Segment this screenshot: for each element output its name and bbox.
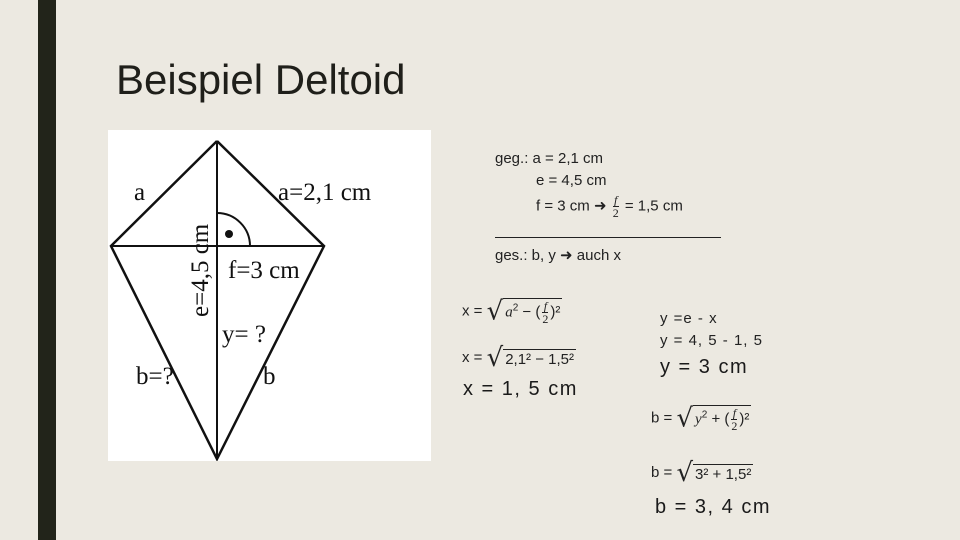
given-f-fraction: f 2 bbox=[612, 193, 619, 220]
x-numeric-sqrt: √2,1² − 1,5² bbox=[486, 343, 576, 373]
y-result: y = 3 cm bbox=[660, 356, 749, 378]
given-divider bbox=[495, 237, 721, 238]
b-numeric-prefix: b = bbox=[651, 463, 673, 481]
slide-title: Beispiel Deltoid bbox=[116, 56, 406, 103]
kite-figure: a a=2,1 cm e=4,5 cm f=3 cm y= ? b=? b bbox=[108, 130, 431, 461]
y-step-1: y =e - x bbox=[660, 310, 718, 327]
right-angle-dot bbox=[225, 230, 233, 238]
label-a-left: a bbox=[134, 179, 145, 206]
x-result: x = 1, 5 cm bbox=[463, 378, 578, 400]
sidebar-accent-bar bbox=[38, 0, 56, 540]
y-step-2: y = 4, 5 - 1, 5 bbox=[660, 332, 763, 349]
arrow-right-icon: ➜ bbox=[560, 247, 573, 264]
label-b-right: b bbox=[263, 363, 276, 390]
given-e: e = 4,5 cm bbox=[536, 172, 607, 189]
given-block: geg.: a = 2,1 cm e = 4,5 cm f = 3 cm ➜ f… bbox=[495, 150, 735, 266]
label-e: e=4,5 cm bbox=[187, 223, 214, 317]
b-numeric-sqrt: √3² + 1,5² bbox=[676, 458, 754, 488]
given-f-end: = 1,5 cm bbox=[624, 197, 683, 215]
label-f: f=3 cm bbox=[228, 257, 300, 284]
given-prefix: geg.: bbox=[495, 150, 529, 167]
given-a: a = 2,1 cm bbox=[532, 150, 603, 167]
label-y: y= ? bbox=[222, 321, 266, 348]
right-angle-arc bbox=[216, 212, 251, 247]
b-formula-prefix: b = bbox=[651, 409, 673, 427]
arrow-right-icon: ➜ bbox=[593, 197, 607, 215]
b-numeric: b = √3² + 1,5² bbox=[651, 458, 754, 488]
given-f-start: f = 3 cm bbox=[536, 197, 590, 215]
wanted-end: auch x bbox=[576, 247, 621, 264]
label-a-value: a=2,1 cm bbox=[278, 179, 372, 206]
kite-diagram: a a=2,1 cm e=4,5 cm f=3 cm y= ? b=? b bbox=[109, 140, 372, 461]
x-formula-prefix: x = bbox=[462, 302, 483, 320]
b-result: b = 3, 4 cm bbox=[655, 496, 771, 518]
label-b-left: b=? bbox=[136, 363, 174, 390]
x-numeric: x = √2,1² − 1,5² bbox=[462, 345, 576, 371]
wanted-start: ges.: b, y bbox=[495, 247, 556, 264]
x-numeric-prefix: x = bbox=[462, 348, 483, 366]
